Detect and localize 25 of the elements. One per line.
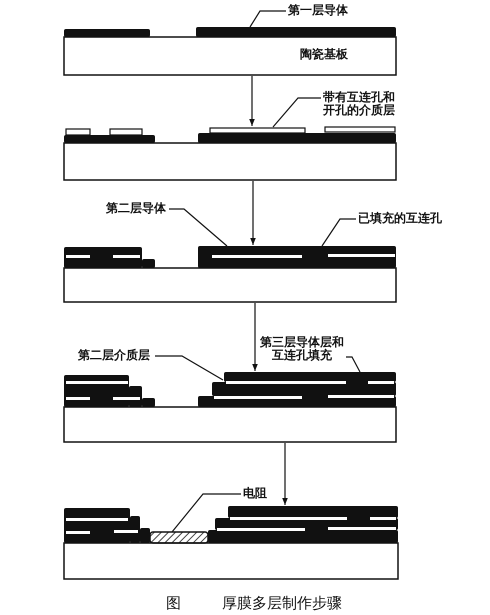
leader-line: [169, 208, 228, 246]
leader-line: [172, 493, 241, 532]
arrow: [249, 76, 255, 126]
cross-section-drawing: [63, 27, 397, 76]
arrow: [252, 303, 258, 371]
callout-label: 第一层导体: [288, 4, 354, 17]
cross-section-drawing: [63, 246, 397, 303]
leader-line: [155, 355, 224, 381]
callout-label: 电阻: [243, 487, 271, 500]
cross-section-drawing: [63, 506, 399, 580]
leader-line: [346, 356, 361, 372]
leader-line: [250, 10, 286, 28]
callout-label: 第三层导体层和互连孔填充: [256, 336, 348, 362]
leader-line: [322, 218, 356, 246]
callout-label: 第二层介质层: [78, 349, 154, 362]
caption: 图 厚膜多层制作步骤: [166, 594, 342, 612]
callout-label: 第二层导体: [106, 202, 168, 215]
leader-line: [272, 97, 321, 128]
cross-section-drawing: [63, 372, 397, 443]
callout-label: 已填充的互连孔: [358, 212, 446, 225]
callout-label: 带有互连孔和开孔的介质层: [323, 91, 399, 117]
arrow: [250, 181, 256, 245]
part-label: 陶瓷基板: [300, 48, 348, 61]
arrow: [282, 443, 288, 505]
cross-section-drawing: [63, 126, 397, 181]
